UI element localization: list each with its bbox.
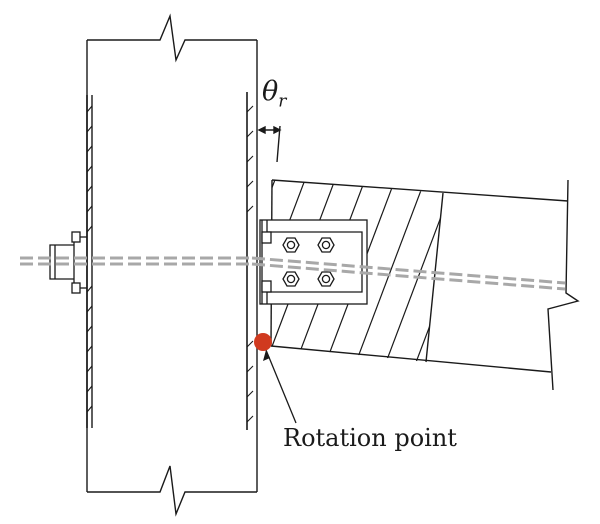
left-bolt-nut-top	[71, 231, 81, 243]
right-plate	[246, 92, 254, 430]
bolt-4	[317, 271, 335, 287]
rotation-point-label: Rotation point	[283, 424, 457, 452]
beam-bottom-edge	[270, 345, 552, 373]
rotation-point-marker	[254, 333, 272, 351]
beam-break	[547, 179, 580, 391]
rotation-point-leader-arrowhead	[263, 350, 270, 361]
rotation-angle-label: θr	[262, 76, 286, 111]
left-bolt-assembly	[49, 231, 87, 294]
rotated-centerline	[251, 256, 566, 285]
left-bolt-nut-bottom	[71, 282, 81, 294]
beam-top-edge	[271, 179, 569, 202]
column-bottom-break	[87, 465, 257, 517]
left-plate-hatch	[86, 105, 93, 413]
left-bolt-bracket	[49, 244, 74, 280]
plate-bolt-head-top	[261, 231, 272, 244]
rotation-point-leader	[265, 349, 297, 424]
angle-cleat	[266, 220, 363, 304]
centerlines	[20, 256, 566, 291]
bolt-2	[317, 237, 335, 253]
bolt-3	[282, 271, 300, 287]
rotation-angle-subscript: r	[278, 91, 287, 112]
left-plate	[86, 95, 93, 428]
right-plate-hatch	[246, 105, 254, 423]
plate-bolt-head-bottom	[261, 280, 272, 293]
rotation-angle-symbol: θ	[262, 76, 279, 107]
column-top-break	[87, 13, 257, 63]
rotation-angle-indicator	[257, 125, 282, 163]
bolt-1	[282, 237, 300, 253]
